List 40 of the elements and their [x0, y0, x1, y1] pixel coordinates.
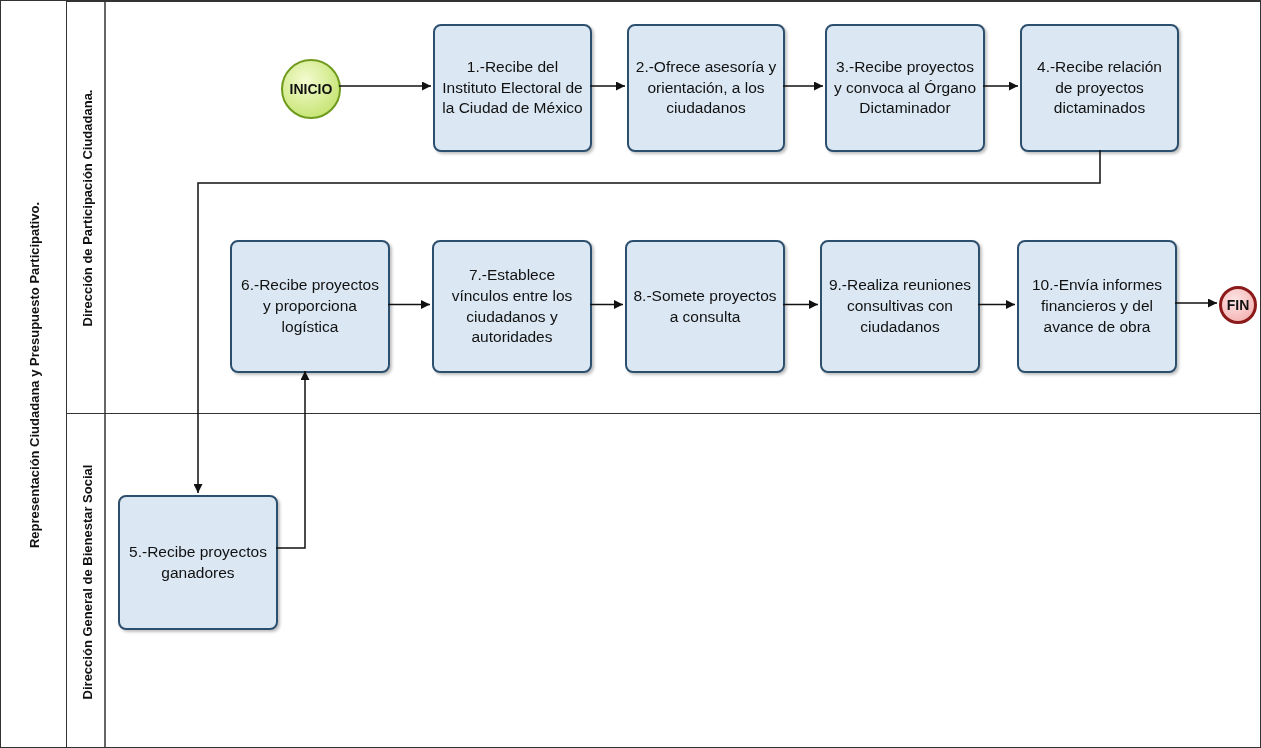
process-box [627, 24, 785, 152]
task-label: 8.-Somete proyectos a consulta [632, 285, 778, 327]
event-label: FIN [1226, 297, 1250, 313]
process-box [118, 495, 278, 630]
arrow [589, 300, 624, 309]
arrow [193, 149, 1101, 494]
start-event-circle [281, 59, 341, 119]
arrow [338, 81, 432, 91]
task-label: 1.-Recibe del Instituto Electoral de la Ciudad de México [441, 56, 584, 119]
swimlane [66, 1, 1261, 413]
process-box [625, 240, 785, 373]
arrow [782, 81, 824, 91]
process-box [825, 24, 985, 152]
end-event-circle [1219, 286, 1257, 324]
arrow [387, 300, 431, 309]
swimlane [66, 413, 1261, 748]
arrow [589, 81, 626, 91]
arrow [782, 300, 819, 309]
arrow [1174, 298, 1218, 308]
process-box [433, 24, 592, 152]
arrow [275, 370, 310, 549]
pool-title: Representación Ciudadana y Presupuesto Participativo. [26, 202, 41, 548]
lane-title: Dirección de Participación Ciudadana. [79, 89, 95, 327]
arrow [977, 300, 1016, 309]
lane-title: Dirección General de Bienestar Social [79, 464, 95, 700]
process-box [820, 240, 980, 373]
task-label: 10.-Envía informes financieros y del avance de obra [1030, 275, 1164, 337]
process-box [230, 240, 390, 373]
task-label: 5.-Recibe proyectos ganadores [128, 541, 268, 583]
task-label: 7.-Establece vínculos entre los ciudadanos y autoridades [450, 264, 574, 348]
task-label: 4.-Recibe relación de proyectos dictaminados [1036, 56, 1163, 119]
task-label: 3.-Recibe proyectos y convoca al Órgano Dictaminador [832, 56, 978, 119]
process-box [1020, 24, 1179, 152]
event-label: INICIO [289, 81, 333, 97]
task-label: 6.-Recibe proyectos y proporciona logística [240, 275, 380, 337]
task-label: 9.-Realiza reuniones consultivas con ciudadanos [827, 275, 973, 337]
process-box [432, 240, 592, 373]
arrow [982, 81, 1019, 91]
process-box [1017, 240, 1177, 373]
task-label: 2.-Ofrece asesoría y orientación, a los ciudadanos [634, 56, 778, 119]
